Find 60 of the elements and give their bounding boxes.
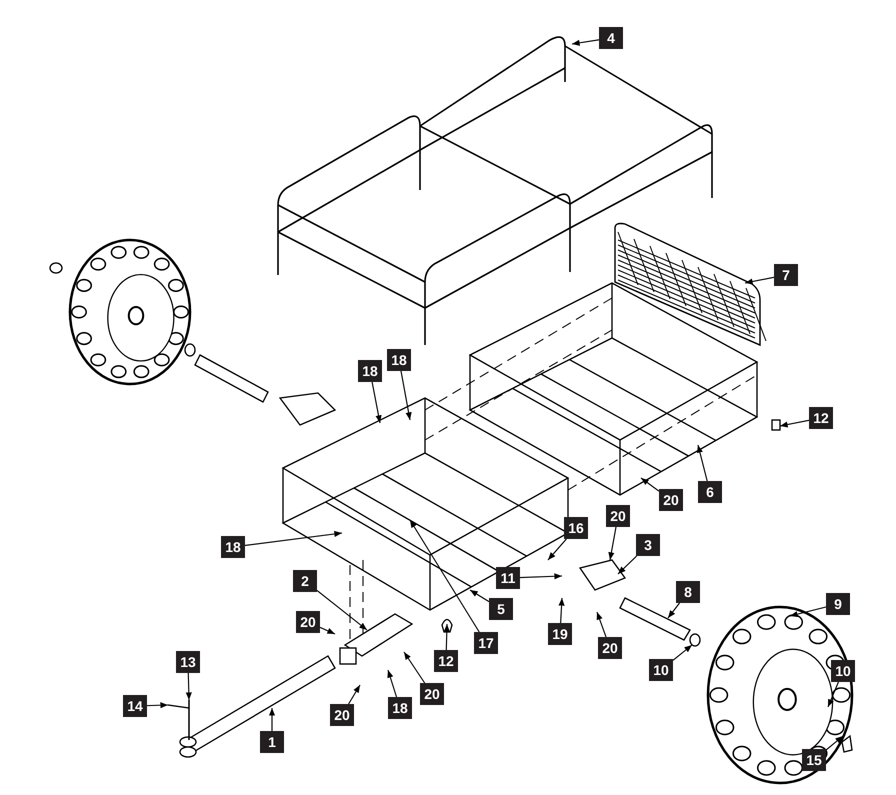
callout-number: 14 bbox=[123, 695, 147, 717]
callout-number: 18 bbox=[388, 697, 412, 719]
leader-line bbox=[400, 370, 412, 420]
leader-line bbox=[596, 612, 607, 638]
leader-line bbox=[558, 598, 565, 624]
leader-line bbox=[520, 573, 562, 580]
leader-line bbox=[672, 644, 692, 661]
leader-line bbox=[780, 420, 810, 428]
callout-number: 10 bbox=[649, 659, 673, 681]
callout-number: 19 bbox=[548, 623, 572, 645]
leader-line bbox=[668, 602, 680, 618]
callout-number: 20 bbox=[330, 704, 354, 726]
leader-line bbox=[640, 478, 660, 492]
leader-line bbox=[320, 626, 336, 634]
callout-number: 10 bbox=[831, 660, 855, 682]
callout-number: 13 bbox=[176, 651, 200, 673]
callout-number: 20 bbox=[296, 611, 320, 633]
callout-number: 20 bbox=[598, 637, 622, 659]
callout-number: 20 bbox=[420, 683, 444, 705]
leader-line bbox=[790, 606, 826, 618]
leader-line bbox=[372, 382, 382, 424]
leader-line bbox=[618, 556, 637, 574]
callout-number: 16 bbox=[564, 517, 588, 539]
leader-line bbox=[572, 39, 600, 46]
leader-line bbox=[186, 672, 192, 700]
callout-number: 4 bbox=[599, 27, 623, 49]
leader-line bbox=[548, 538, 567, 560]
leader-line bbox=[268, 708, 276, 731]
callout-number: 1 bbox=[260, 731, 284, 753]
callout-number: 9 bbox=[826, 593, 850, 615]
callout-number: 8 bbox=[676, 581, 700, 603]
callout-number: 7 bbox=[774, 264, 798, 286]
callout-number: 6 bbox=[698, 481, 722, 503]
callout-number: 12 bbox=[809, 407, 833, 429]
callout-number: 5 bbox=[489, 598, 513, 620]
leader-line bbox=[387, 670, 398, 698]
leader-line bbox=[348, 684, 360, 704]
callout-number: 3 bbox=[636, 534, 660, 556]
leader-line bbox=[744, 276, 774, 285]
leader-line bbox=[696, 444, 708, 482]
leader-line bbox=[444, 624, 450, 650]
callout-number: 20 bbox=[606, 505, 630, 527]
callout-number: 18 bbox=[358, 360, 382, 382]
callout-number: 15 bbox=[802, 749, 826, 771]
callout-number: 11 bbox=[496, 567, 520, 589]
callout-number: 18 bbox=[221, 536, 245, 558]
leader-line bbox=[244, 530, 342, 546]
leader-line bbox=[826, 736, 844, 750]
callout-number: 18 bbox=[387, 349, 411, 371]
leader-line bbox=[608, 526, 617, 560]
leader-line bbox=[316, 590, 368, 630]
leader-line bbox=[404, 652, 426, 684]
callout-number: 12 bbox=[434, 650, 458, 672]
callout-number: 17 bbox=[474, 632, 498, 654]
leader-line bbox=[828, 682, 839, 708]
callout-number: 20 bbox=[659, 489, 683, 511]
callout-number: 2 bbox=[293, 570, 317, 592]
leader-line bbox=[410, 520, 480, 632]
leader-line bbox=[470, 590, 490, 602]
leader-line bbox=[146, 702, 168, 708]
